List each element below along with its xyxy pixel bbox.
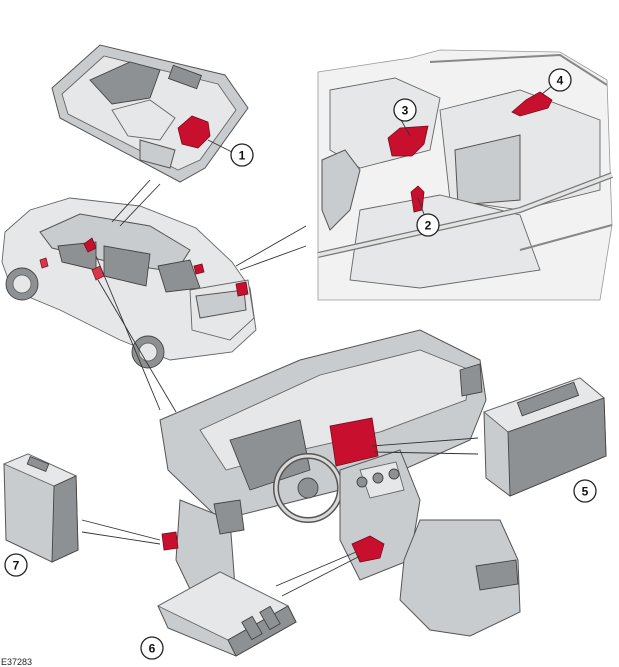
svg-text:3: 3 bbox=[402, 104, 409, 118]
module-7-illustration bbox=[2, 453, 79, 563]
overhead-console-module-highlight bbox=[177, 115, 211, 149]
callout-7: 7 bbox=[4, 553, 28, 577]
svg-text:2: 2 bbox=[425, 219, 432, 233]
svg-text:6: 6 bbox=[149, 642, 156, 656]
module-5-illustration bbox=[483, 377, 607, 497]
component-6-location-highlight bbox=[351, 535, 385, 563]
callout-3: 3 bbox=[393, 98, 417, 122]
callout-2: 2 bbox=[416, 213, 440, 237]
reference-code: E37283 bbox=[1, 657, 32, 667]
component-3-highlight bbox=[387, 125, 429, 157]
callout-5: 5 bbox=[573, 479, 597, 503]
component-7-location-highlight bbox=[161, 531, 179, 551]
interior-cutaway-illustration bbox=[317, 49, 614, 301]
svg-text:4: 4 bbox=[557, 74, 564, 88]
vehicle-marker-c bbox=[193, 263, 205, 275]
callout-6: 6 bbox=[140, 636, 164, 660]
svg-text:5: 5 bbox=[582, 485, 589, 499]
component-4-highlight bbox=[511, 91, 553, 117]
svg-text:7: 7 bbox=[13, 559, 20, 573]
vehicle-marker-e bbox=[39, 257, 49, 269]
vehicle-exterior-illustration bbox=[1, 197, 257, 369]
touchscreen-highlight bbox=[329, 417, 379, 467]
callout-1: 1 bbox=[230, 143, 254, 167]
leader-lines bbox=[81, 85, 553, 597]
module-6-illustration bbox=[157, 571, 297, 657]
vehicle-marker-d bbox=[235, 281, 249, 297]
dashboard-illustration bbox=[159, 329, 521, 637]
vehicle-marker-a bbox=[83, 237, 97, 253]
callout-4: 4 bbox=[548, 68, 572, 92]
svg-text:1: 1 bbox=[239, 149, 246, 163]
overhead-console-illustration bbox=[51, 44, 249, 183]
